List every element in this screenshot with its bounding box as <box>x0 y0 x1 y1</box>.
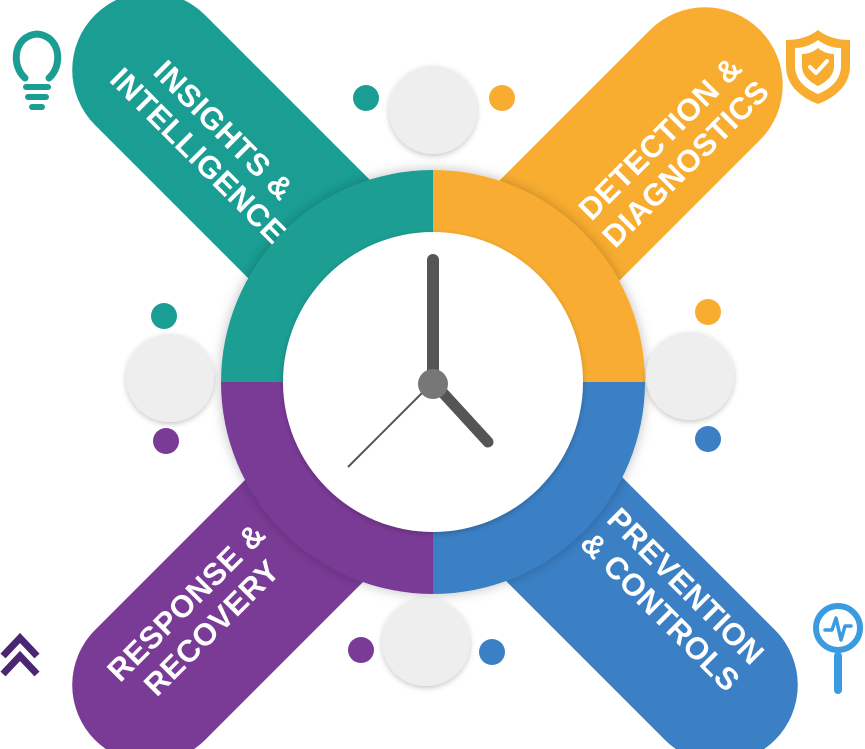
shield-check-icon <box>786 30 850 104</box>
double-chevron-up-icon-top <box>0 632 40 659</box>
clock-pivot <box>418 369 448 399</box>
double-chevron-up-icon-bottom <box>0 650 40 677</box>
shield-check-icon-mark-bg <box>802 48 834 86</box>
dot-bottom-right <box>479 639 505 665</box>
dot-right-top <box>695 299 721 325</box>
connector-top <box>353 66 515 154</box>
connector-bottom-circle <box>382 598 470 686</box>
dot-right-bottom <box>695 426 721 452</box>
connector-left-circle <box>126 334 214 422</box>
magnifier-pulse-icon <box>813 603 863 694</box>
shield-check-icon-check <box>808 59 829 75</box>
lightbulb-icon-bulb <box>12 30 62 82</box>
magnifier-pulse-icon-handle <box>834 652 842 694</box>
dot-left-top <box>151 303 177 329</box>
connector-left <box>126 303 214 454</box>
lightbulb-icon-base3 <box>29 104 45 110</box>
dot-bottom-left <box>348 637 374 663</box>
clock-icon <box>283 232 583 532</box>
connector-top-circle <box>389 66 477 154</box>
dot-top-right <box>489 85 515 111</box>
magnifier-pulse-icon-pulse <box>823 616 853 642</box>
dot-top-left <box>353 85 379 111</box>
lightbulb-icon-base1 <box>23 84 51 90</box>
double-chevron-up-icon <box>0 632 40 677</box>
lightbulb-icon-base2 <box>25 94 49 100</box>
clock-second-hand <box>347 381 434 468</box>
magnifier-pulse-icon-lens <box>813 603 863 653</box>
connector-right-circle <box>646 332 734 420</box>
connector-bottom <box>348 598 505 686</box>
connector-right <box>646 299 734 452</box>
dot-left-bottom <box>153 428 179 454</box>
lightbulb-icon <box>12 30 62 110</box>
